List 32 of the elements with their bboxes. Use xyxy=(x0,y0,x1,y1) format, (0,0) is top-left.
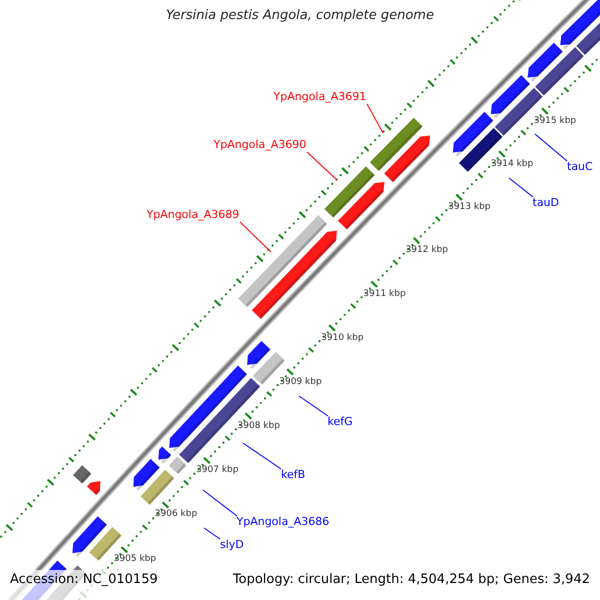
leader-line xyxy=(204,528,220,540)
tick-label: 3908 kbp xyxy=(238,420,280,431)
footer-text: Accession: NC_010159 xyxy=(10,573,158,588)
gene-label: kefG xyxy=(328,416,353,428)
tick-label: 3912 kbp xyxy=(406,245,448,256)
gene-label: slyD xyxy=(220,538,244,552)
leader-line xyxy=(306,152,338,180)
gene-label: YpAngola_A3690 xyxy=(214,138,306,152)
leader-line xyxy=(240,222,272,252)
tick-label: 3910 kbp xyxy=(321,332,364,343)
gene-label: kefB xyxy=(281,468,306,482)
leader-line xyxy=(202,490,238,516)
gene-label: tauC xyxy=(567,160,593,174)
gene-label: YpAngola_A3689 xyxy=(146,208,240,222)
tick-label: 3915 kbp xyxy=(534,116,576,126)
leader-line xyxy=(366,104,384,134)
footer-text: Topology: circular; Length: 4,504,254 bp; Genes: 3,942 xyxy=(232,573,590,588)
tick-label: 3909 kbp xyxy=(279,376,322,387)
title: Yersinia pestis Angola, complete genome xyxy=(166,9,434,24)
gene-label: YpAngola_A3686 xyxy=(236,516,330,528)
tick-label: 3907 kbp xyxy=(196,464,238,476)
tick-label: 3914 kbp xyxy=(490,158,534,170)
leader-line xyxy=(298,396,328,416)
leader-line xyxy=(242,442,282,470)
leader-line xyxy=(534,134,568,162)
gene-label: YpAngola_A3691 xyxy=(274,90,366,104)
tick-label: 3911 kbp xyxy=(363,288,406,300)
tick-label: 3906 kbp xyxy=(154,509,198,520)
leader-line xyxy=(508,178,534,198)
gene-label: tauD xyxy=(532,196,559,210)
tick-label: 3913 kbp xyxy=(448,202,490,212)
tick-label: 3905 kbp xyxy=(114,554,156,564)
